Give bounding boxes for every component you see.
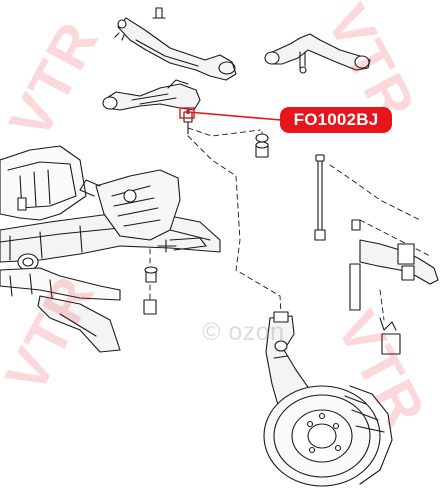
assembly-guide-lines xyxy=(149,127,431,331)
spring-bracket xyxy=(79,169,207,251)
stabilizer-link xyxy=(314,154,439,355)
upper-control-arm-short xyxy=(264,33,371,74)
brake-disc-and-hub xyxy=(263,385,393,487)
part-number-label: FO1002BJ xyxy=(280,107,392,133)
bushing-and-nut-parts xyxy=(255,133,269,158)
upper-control-arm-long xyxy=(114,7,237,81)
lower-control-arm xyxy=(102,79,201,135)
vehicle-frame xyxy=(0,145,221,353)
part-leader-line xyxy=(179,107,282,121)
lower-bolts xyxy=(143,239,177,315)
